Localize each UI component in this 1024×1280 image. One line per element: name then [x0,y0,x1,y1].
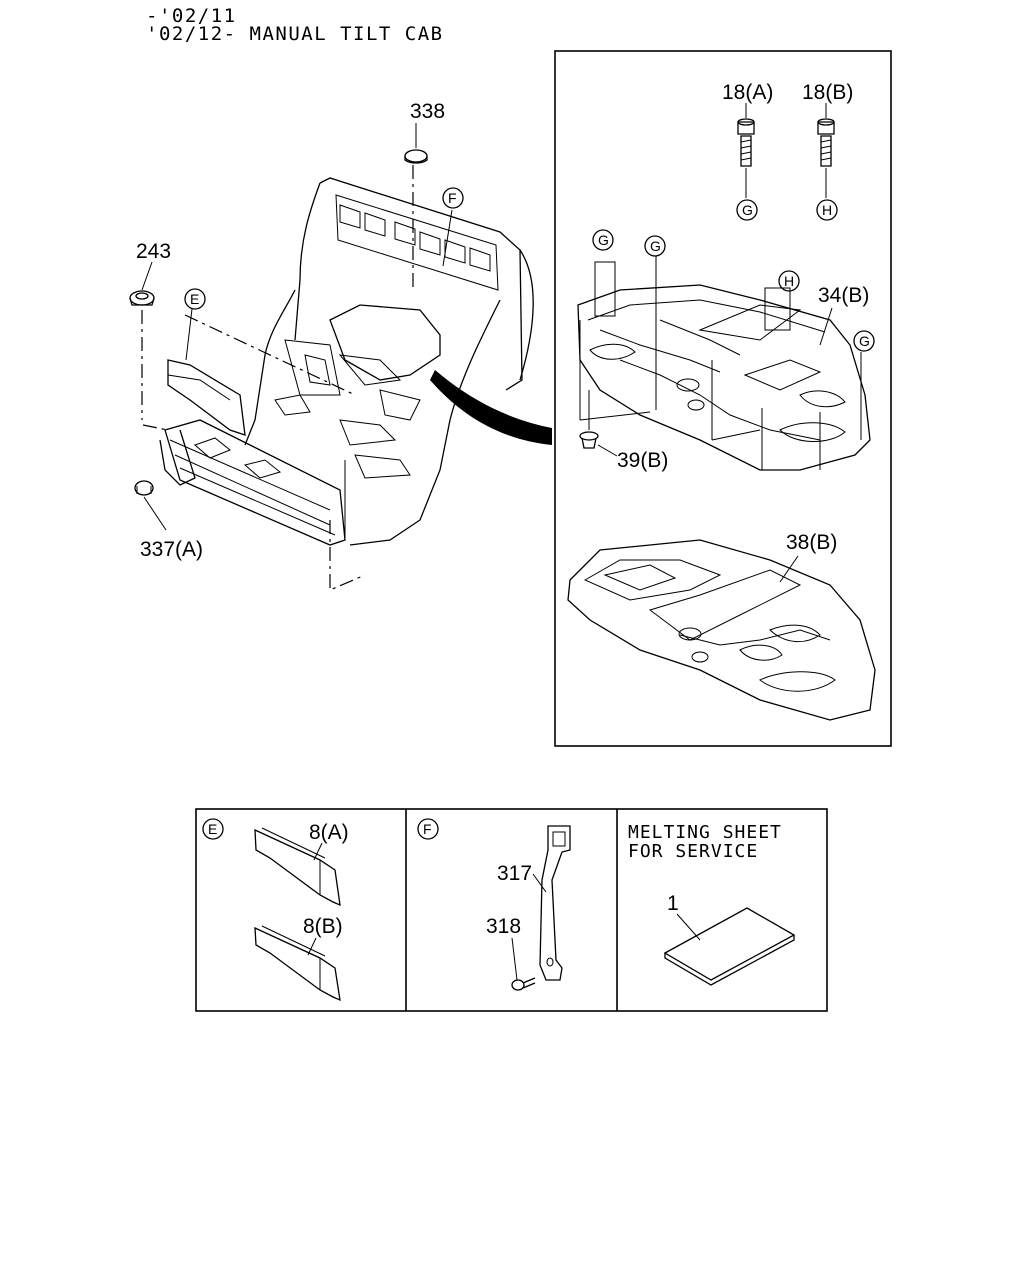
callout-243: 243 [136,240,171,263]
header-line-1: -'02/11 [146,5,237,27]
ref-g-letter-bolt: G [742,202,753,218]
header-line-2: '02/12- MANUAL TILT CAB [146,23,444,45]
ref-h-letter-mat: H [784,273,794,289]
detail-table-frame [195,808,828,1012]
ref-g-circle-1 [592,229,614,251]
callout-39b: 39(B) [617,449,668,472]
service-note-line-2: FOR SERVICE [628,841,758,862]
ref-f-circle [442,187,464,209]
bracket-317-icon [539,825,571,981]
cab-floor-illustration [141,165,552,591]
clip-39b-icon [579,390,599,449]
ref-e-circle-table [202,818,224,840]
callout-1: 1 [667,892,679,915]
inset-pointer-arrow [430,370,552,445]
ref-g-circle-3 [853,330,875,352]
melting-sheet-1-icon [663,907,796,986]
callout-8b: 8(B) [303,915,343,938]
ref-h-letter-bolt: H [822,202,832,218]
ref-g-circle-bolt [736,199,758,221]
service-note-line-1: MELTING SHEET [628,822,782,843]
insulator-38b-illustration [567,539,876,721]
floor-mat-34b-illustration [577,284,871,471]
callout-337a: 337(A) [140,538,203,561]
ref-g-circle-2 [644,235,666,257]
callout-8a: 8(A) [309,821,349,844]
inset-frame [554,50,892,747]
ref-e-letter: E [190,291,199,307]
ref-f-letter: F [448,190,457,206]
bolt-18b-icon [817,118,835,198]
grommet-243-icon [129,290,155,306]
screw-318-icon [511,977,536,991]
ref-e-letter-table: E [208,821,217,837]
plug-338-icon [404,149,428,164]
sheet-8a-icon [254,827,341,907]
ref-g-letter-2: G [650,238,661,254]
bolt-18a-icon [737,118,755,198]
ref-e-circle [184,288,206,310]
ref-f-letter-table: F [423,821,432,837]
sheet-8b-icon [254,925,341,1002]
callout-317: 317 [497,862,532,885]
callout-18b: 18(B) [802,81,853,104]
ref-g-letter-3: G [859,333,870,349]
callout-18a: 18(A) [722,81,773,104]
ref-h-circle-mat [778,270,800,292]
plug-337a-icon [134,480,154,496]
callout-318: 318 [486,915,521,938]
ref-f-circle-table [417,818,439,840]
callout-34b: 34(B) [818,284,869,307]
ref-g-letter-1: G [598,232,609,248]
ref-h-circle-bolt [816,199,838,221]
callout-338: 338 [410,100,445,123]
callout-38b: 38(B) [786,531,837,554]
